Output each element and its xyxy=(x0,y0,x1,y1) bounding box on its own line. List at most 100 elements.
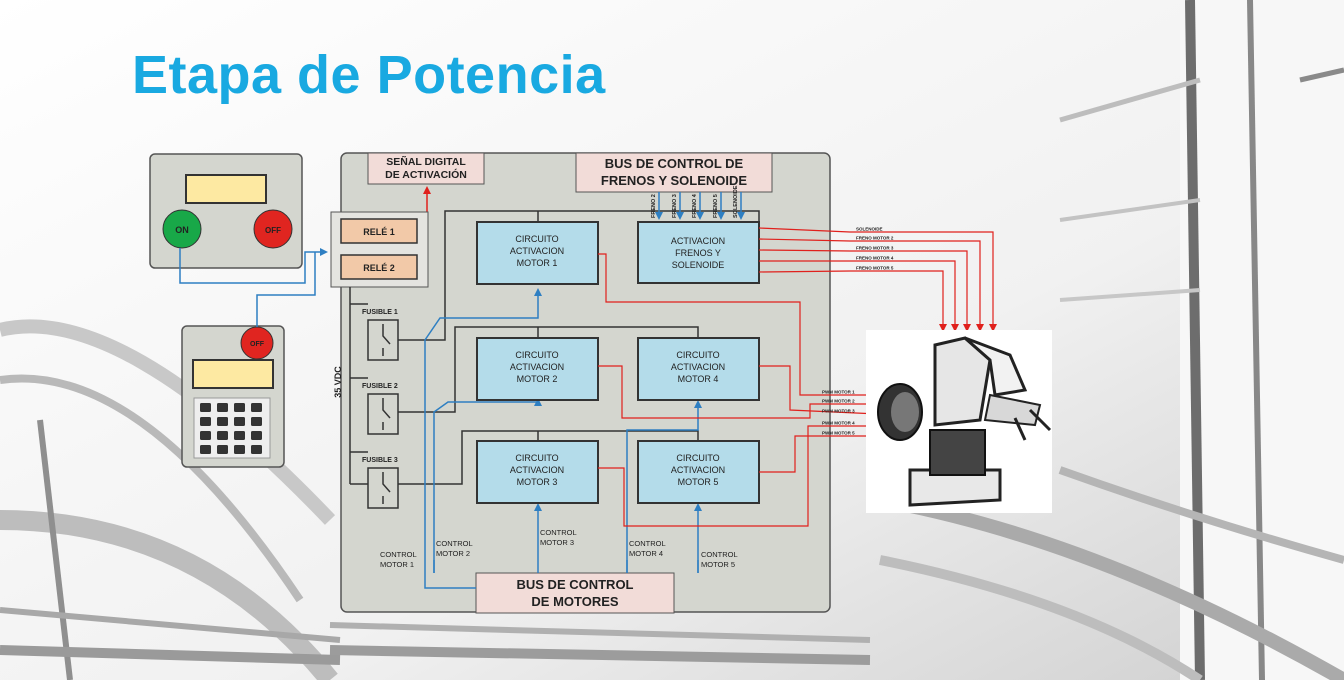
brake-bus-box: BUS DE CONTROL DE FRENOS Y SOLENOIDE xyxy=(575,152,773,193)
fuse-1: FUSIBLE 1 xyxy=(362,309,399,361)
brake-output-3: FRENO MOTOR 3 xyxy=(758,246,971,332)
brake-block-line-3: SOLENOIDE xyxy=(672,260,725,270)
circuit-line: ACTIVACION xyxy=(510,246,564,256)
motor-output-2: PWM MOTOR 2 xyxy=(598,365,880,419)
fuse-label: FUSIBLE 2 xyxy=(362,383,398,390)
keypad-controller: OFF xyxy=(181,325,285,468)
voltage-label: 35 VDC xyxy=(333,366,343,398)
brake-output-2: FRENO MOTOR 2 xyxy=(758,236,984,332)
keypad-key[interactable] xyxy=(251,403,262,412)
brake-output-label: SOLENOIDE xyxy=(856,227,883,232)
motor-output-label: PWM MOTOR 3 xyxy=(822,409,855,414)
control-label-line: MOTOR 1 xyxy=(380,560,414,569)
keypad-key[interactable] xyxy=(251,431,262,440)
fuse-label: FUSIBLE 3 xyxy=(362,457,398,464)
circuit-line: ACTIVACION xyxy=(671,362,725,372)
keypad-keys xyxy=(200,403,262,454)
fuse-3: FUSIBLE 3 xyxy=(362,457,399,509)
motor-bus-box: BUS DE CONTROL DE MOTORES xyxy=(475,572,675,614)
motor-bus-line-1: BUS DE CONTROL xyxy=(517,577,634,592)
brake-input-label: FRENO 5 xyxy=(713,194,719,218)
keypad-off-label: OFF xyxy=(250,341,265,348)
circuit-line: CIRCUITO xyxy=(515,234,558,244)
keypad-key[interactable] xyxy=(251,445,262,454)
signal-line-1: SEÑAL DIGITAL xyxy=(386,155,466,168)
fuses: FUSIBLE 1 FUSIBLE 2 FUSIBLE 3 xyxy=(362,309,399,509)
brake-block-line-2: FRENOS Y xyxy=(675,248,721,258)
circuit-line: ACTIVACION xyxy=(671,465,725,475)
circuit-line: MOTOR 3 xyxy=(517,477,558,487)
circuit-blocks: CIRCUITO ACTIVACION MOTOR 1 CIRCUITO ACTIVAC… xyxy=(476,221,760,504)
keypad-key[interactable] xyxy=(200,445,211,454)
on-button[interactable]: ON xyxy=(162,209,202,249)
circuit-block-4: CIRCUITO ACTIVACION MOTOR 3 xyxy=(476,440,599,504)
keypad-key[interactable] xyxy=(234,431,245,440)
signal-label-box: SEÑAL DIGITAL DE ACTIVACIÓN xyxy=(367,152,485,185)
brake-input-5: SOLENOIDE xyxy=(733,185,745,220)
circuit-line: ACTIVACION xyxy=(510,465,564,475)
keypad-key[interactable] xyxy=(234,403,245,412)
brake-output-label: FRENO MOTOR 3 xyxy=(856,246,894,251)
brake-input-1: FRENO 2 xyxy=(651,192,663,220)
brake-input-label: SOLENOIDE xyxy=(733,185,739,218)
relay-2: RELÉ 2 xyxy=(340,254,418,280)
circuit-line: CIRCUITO xyxy=(515,453,558,463)
relay-1-label: RELÉ 1 xyxy=(363,227,395,237)
brake-bus-line-2: FRENOS Y SOLENOIDE xyxy=(601,173,747,188)
fuse-2: FUSIBLE 2 xyxy=(362,383,399,435)
fuse-label: FUSIBLE 1 xyxy=(362,309,398,316)
control-wires xyxy=(424,288,702,589)
keypad-key[interactable] xyxy=(200,403,211,412)
motor-output-label: PWM MOTOR 5 xyxy=(822,431,855,436)
off-label: OFF xyxy=(265,226,281,235)
keypad-key[interactable] xyxy=(200,431,211,440)
circuit-line: CIRCUITO xyxy=(676,350,719,360)
relay-2-label: RELÉ 2 xyxy=(363,263,395,273)
motor-bus-line-2: DE MOTORES xyxy=(531,594,618,609)
keypad-key[interactable] xyxy=(217,403,228,412)
slide-title: Etapa de Potencia xyxy=(132,45,606,105)
relay-group: RELÉ 1 RELÉ 2 xyxy=(330,211,429,288)
brake-output-label: FRENO MOTOR 4 xyxy=(856,256,894,261)
motor-output-3: PWM MOTOR 3 xyxy=(759,365,880,418)
control-label-line: MOTOR 5 xyxy=(701,560,735,569)
keypad-key[interactable] xyxy=(217,417,228,426)
circuit-line: MOTOR 5 xyxy=(678,477,719,487)
brake-input-label: FRENO 2 xyxy=(651,194,657,218)
motor-output-label: PWM MOTOR 4 xyxy=(822,421,855,426)
keypad-key[interactable] xyxy=(251,417,262,426)
circuit-line: MOTOR 2 xyxy=(517,374,558,384)
keypad-key[interactable] xyxy=(234,445,245,454)
keypad-off-button[interactable]: OFF xyxy=(240,326,274,360)
circuit-line: MOTOR 1 xyxy=(517,258,558,268)
control-label-line: CONTROL xyxy=(380,550,417,559)
brake-output-1: SOLENOIDE xyxy=(758,227,997,332)
brake-input-label: FRENO 3 xyxy=(672,194,678,218)
control-label-line: CONTROL xyxy=(629,539,666,548)
motor-output-5: PWM MOTOR 5 xyxy=(759,431,880,473)
robot-arm-image xyxy=(866,330,1052,513)
circuit-line: ACTIVACION xyxy=(510,362,564,372)
keypad-key[interactable] xyxy=(217,431,228,440)
circuit-block-5: CIRCUITO ACTIVACION MOTOR 5 xyxy=(637,440,760,504)
control-label-line: MOTOR 4 xyxy=(629,549,663,558)
keypad-key[interactable] xyxy=(234,417,245,426)
control-label-line: CONTROL xyxy=(701,550,738,559)
brake-input-label: FRENO 4 xyxy=(692,193,698,218)
circuit-block-1: CIRCUITO ACTIVACION MOTOR 1 xyxy=(476,221,599,285)
motor-output-1: PWM MOTOR 1 xyxy=(598,253,880,399)
keypad-key[interactable] xyxy=(200,417,211,426)
off-button[interactable]: OFF xyxy=(253,209,293,249)
circuit-line: CIRCUITO xyxy=(676,453,719,463)
keypad-key[interactable] xyxy=(217,445,228,454)
brake-output-5: FRENO MOTOR 5 xyxy=(758,266,947,332)
control-label-line: CONTROL xyxy=(436,539,473,548)
